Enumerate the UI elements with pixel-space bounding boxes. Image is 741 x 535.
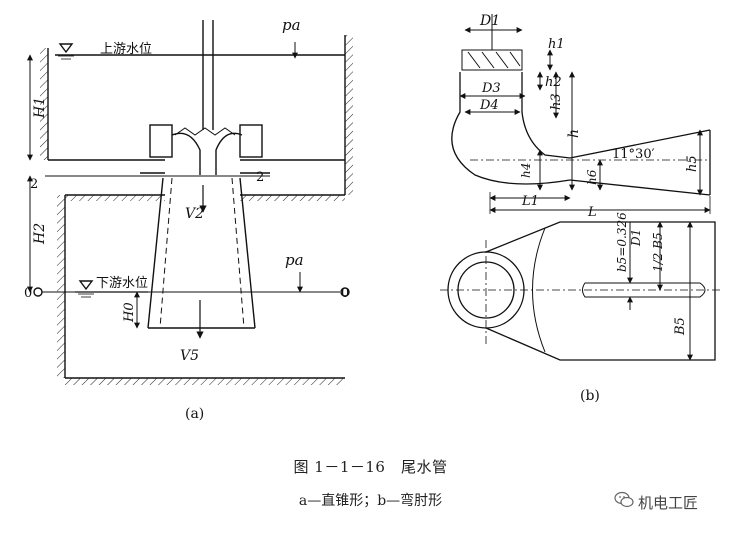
h3-label: h3	[549, 93, 564, 110]
pa-top-label: pa	[282, 16, 301, 34]
l1-label: L1	[521, 194, 539, 209]
h2-b-label: h2	[545, 75, 562, 90]
downstream-level-label: 下游水位	[96, 276, 148, 291]
wechat-icon	[614, 491, 634, 513]
section-2-left-label: 2	[30, 177, 38, 192]
watermark-text: 机电工匠	[638, 493, 699, 512]
panel-a-label: (a)	[185, 406, 204, 422]
h2-label: H2	[32, 223, 48, 245]
figure-caption-title: 图 1－1－16 尾水管	[293, 458, 448, 476]
zero-right-label: 0	[341, 286, 349, 301]
h5-label: h5	[685, 155, 700, 172]
panel-a	[27, 20, 353, 385]
upstream-level-label: 上游水位	[100, 42, 152, 57]
v2-label: V2	[185, 206, 204, 222]
pa-right-label: pa	[285, 251, 304, 269]
watermark: 机电工匠	[614, 491, 698, 513]
b5-formula-line1: b5=0.326	[615, 212, 629, 272]
panel-b-label: (b)	[580, 388, 600, 404]
half-b5-label: 1/2 B5	[651, 232, 665, 272]
h4-label: h4	[519, 163, 533, 178]
d1-label: D1	[479, 13, 500, 29]
section-2-right-label: 2	[256, 170, 264, 185]
b5-formula-line2: D1	[629, 229, 643, 247]
d4-label: D4	[479, 98, 499, 113]
panel-a-labels: 上游水位 下游水位 pa pa H1 H2 H0 V2 V5 2 2 0 0 (…	[24, 16, 349, 422]
figure-caption-subtitle: a—直锥形；b—弯肘形	[298, 493, 443, 509]
h-label: h	[566, 129, 582, 138]
l-label: L	[587, 205, 597, 220]
panel-b-labels: D1 D3 D4 h1 h2 h3 h h4 h6 h5 11°30′ L1 L…	[479, 13, 700, 404]
zero-left-label: 0	[24, 286, 32, 301]
b5-label: B5	[673, 317, 688, 336]
h1-b-label: h1	[548, 37, 565, 52]
h0-label: H0	[122, 302, 137, 323]
panel-b	[440, 14, 720, 361]
angle-label: 11°30′	[612, 147, 655, 162]
h1-label: H1	[32, 97, 48, 119]
d3-label: D3	[481, 81, 501, 96]
h6-label: h6	[585, 169, 599, 185]
v5-label: V5	[180, 348, 199, 364]
